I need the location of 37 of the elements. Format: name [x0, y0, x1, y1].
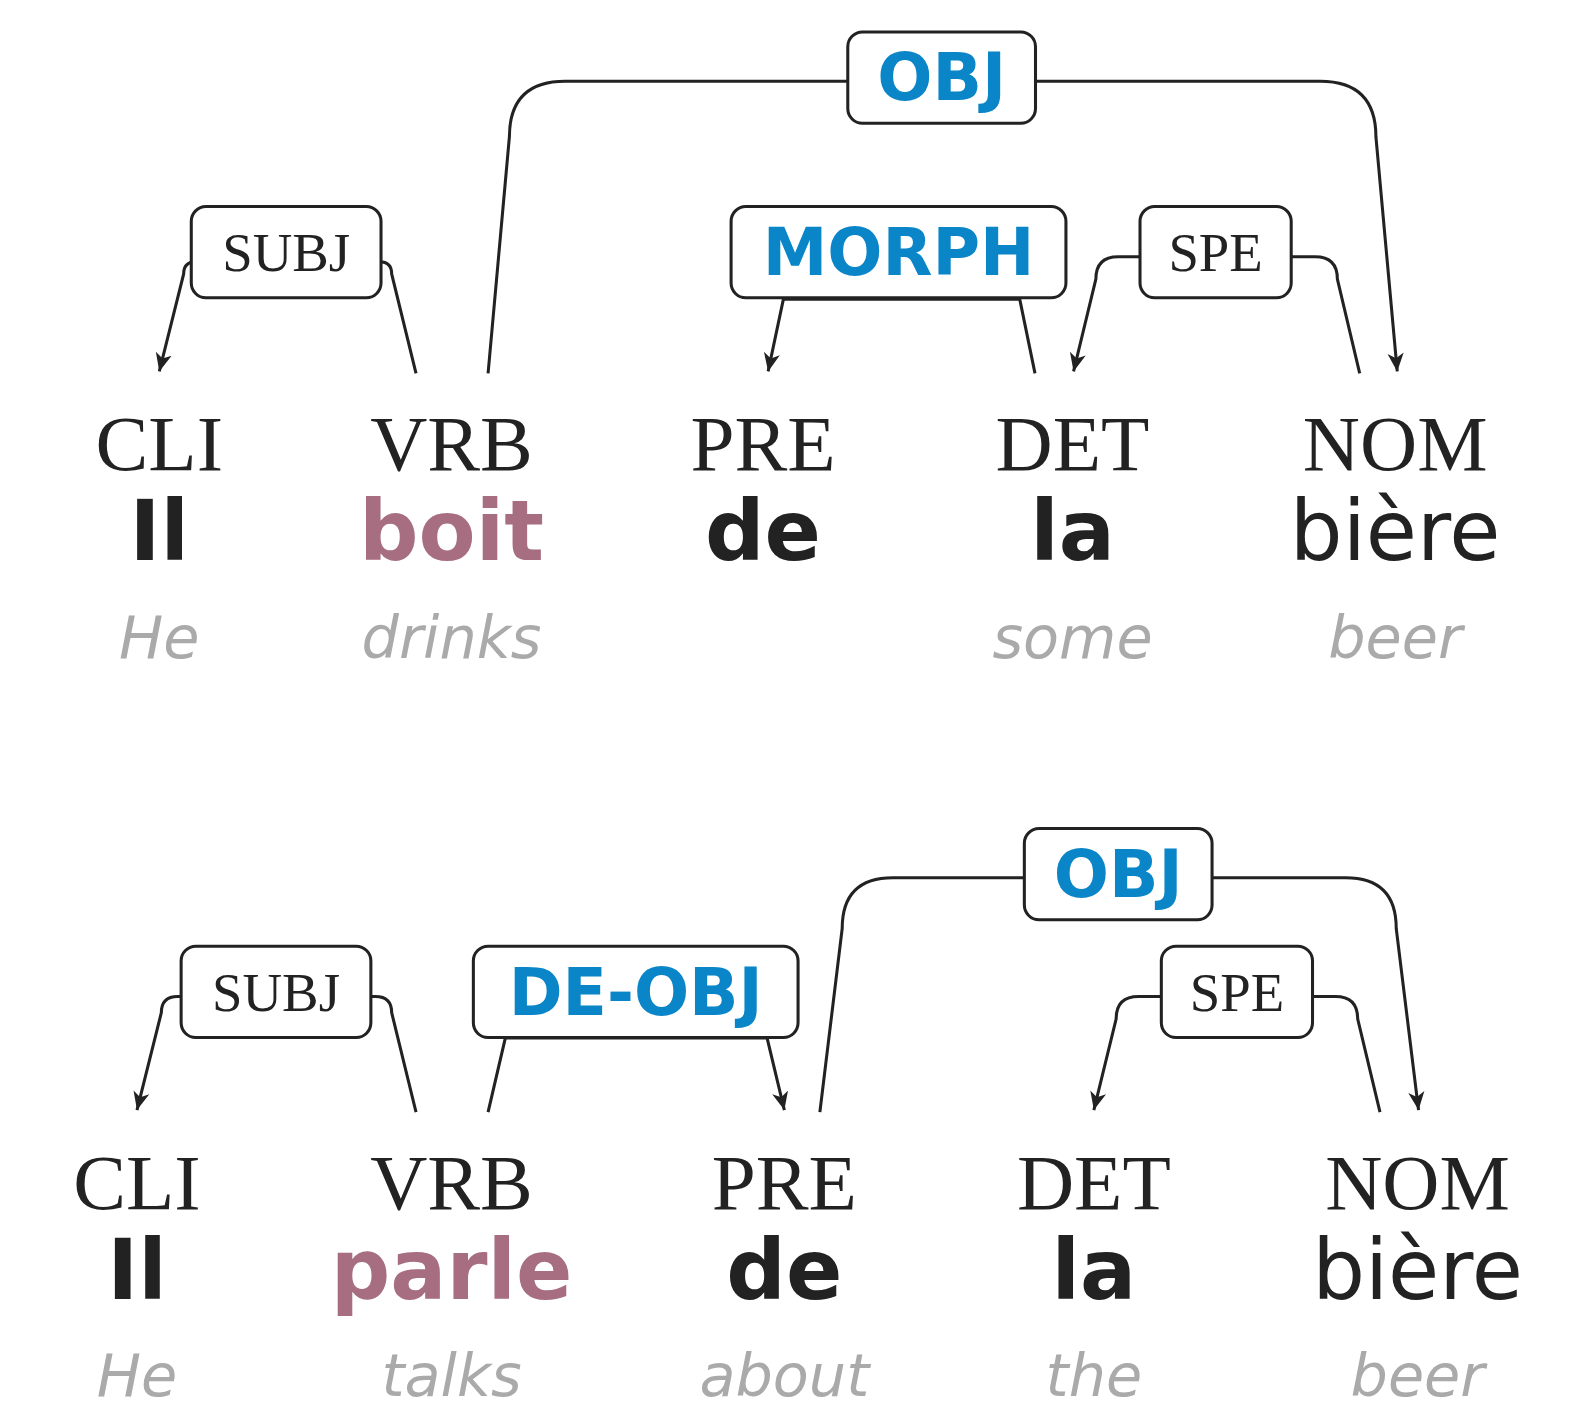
- dependency-arrow: [763, 297, 1037, 374]
- gloss-translation: beer: [1328, 601, 1463, 674]
- word: parle: [330, 1221, 573, 1320]
- pos-tag: DET: [1016, 1142, 1171, 1222]
- gloss-translation: He: [119, 601, 200, 674]
- edge-label: SUBJ: [189, 204, 383, 300]
- pos-tag: CLI: [95, 403, 224, 483]
- word: la: [1030, 483, 1115, 581]
- pos-tag: NOM: [1325, 1142, 1510, 1222]
- edge-label: SPE: [1138, 204, 1293, 300]
- edge-label: DE-OBJ: [471, 944, 800, 1040]
- word: Il: [129, 483, 190, 581]
- edge-label: OBJ: [846, 30, 1037, 125]
- word: la: [1051, 1221, 1137, 1320]
- word: de: [705, 483, 822, 581]
- gloss-translation: some: [992, 601, 1153, 674]
- pos-tag: PRE: [711, 1142, 857, 1222]
- pos-tag: VRB: [370, 1142, 533, 1222]
- edge-label: OBJ: [1022, 827, 1214, 922]
- edge-label: SUBJ: [179, 944, 373, 1040]
- gloss-translation: the: [1045, 1340, 1143, 1412]
- word: boit: [359, 483, 545, 581]
- pos-tag: VRB: [370, 403, 533, 483]
- word: bière: [1312, 1221, 1523, 1320]
- word: de: [726, 1221, 843, 1320]
- pos-tag: PRE: [690, 403, 836, 483]
- word: Il: [107, 1221, 167, 1320]
- gloss-translation: He: [96, 1340, 178, 1412]
- pos-tag: DET: [995, 403, 1150, 483]
- gloss-translation: drinks: [361, 601, 542, 674]
- pos-tag: CLI: [73, 1142, 201, 1222]
- edge-label: MORPH: [729, 204, 1068, 300]
- gloss-translation: about: [699, 1340, 870, 1412]
- edge-label: SPE: [1159, 944, 1315, 1040]
- gloss-translation: talks: [381, 1340, 522, 1412]
- pos-tag: NOM: [1302, 403, 1488, 483]
- word: bière: [1289, 483, 1501, 581]
